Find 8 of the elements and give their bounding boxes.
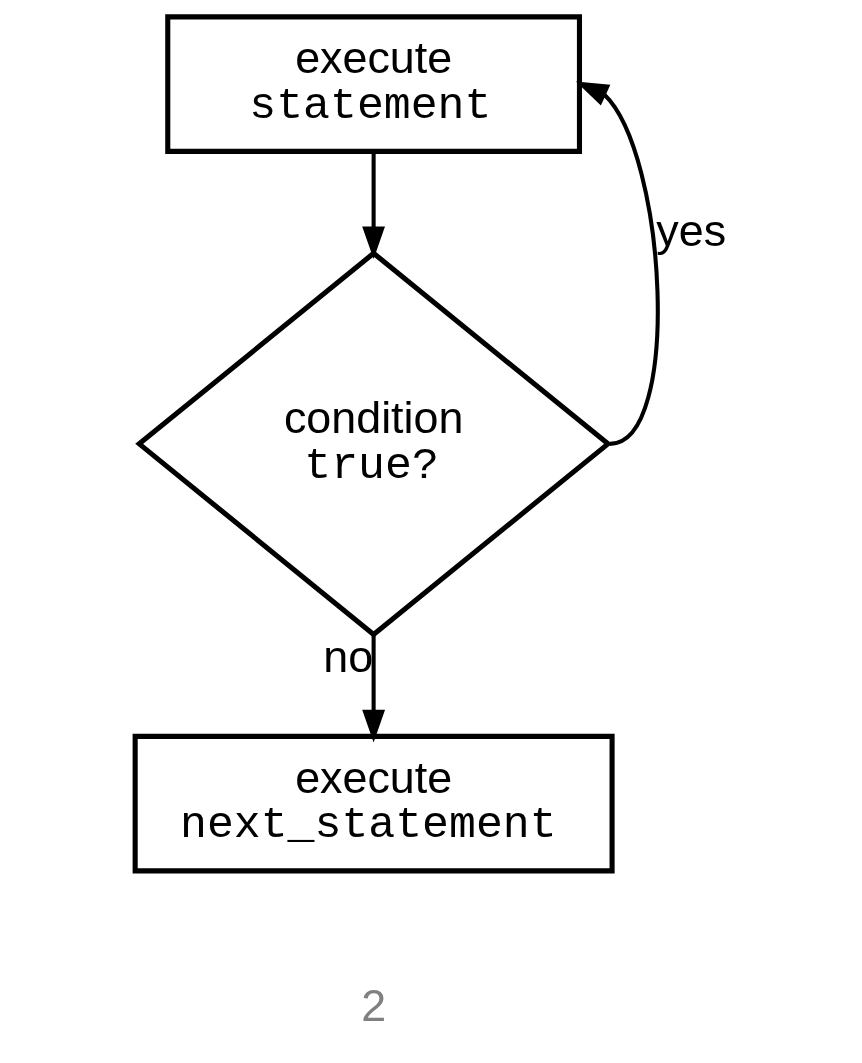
label: 2 <box>361 979 387 1031</box>
arrow <box>362 634 386 743</box>
arrow <box>575 81 660 446</box>
arrow <box>362 151 386 260</box>
node-box: execute next_statement <box>132 733 615 874</box>
node-box: execute statement <box>165 14 582 154</box>
edge-label: yes <box>656 205 727 257</box>
node-diamond: condition true? <box>135 250 613 638</box>
